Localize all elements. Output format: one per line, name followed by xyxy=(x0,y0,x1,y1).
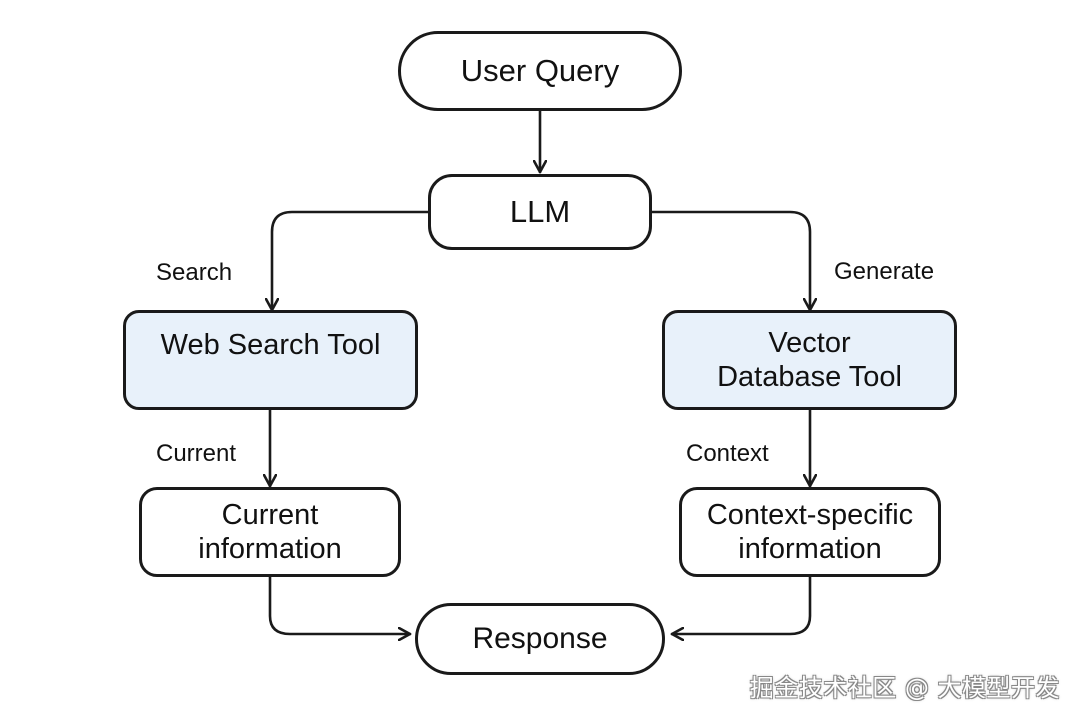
edge-label-context: Context xyxy=(686,440,769,467)
edge-label-generate: Generate xyxy=(834,258,935,285)
arrow-llm-to-vector-db xyxy=(650,210,810,312)
arrow-llm-to-web-search xyxy=(272,210,430,312)
node-web-search-tool: Web Search Tool xyxy=(123,310,418,410)
node-llm: LLM xyxy=(428,174,652,250)
edge-label-current: Current xyxy=(156,440,237,467)
node-vector-database-tool: Vector Database Tool xyxy=(662,310,957,410)
node-user-query: User Query xyxy=(398,31,682,111)
node-response: Response xyxy=(415,603,665,675)
node-current-information: Current information xyxy=(139,487,401,577)
watermark: 掘金技术社区 @ 大模型开发 xyxy=(749,674,1060,702)
node-context-specific-information: Context-specific information xyxy=(679,487,941,577)
edge-label-search: Search xyxy=(156,259,233,286)
arrow-current-info-to-response xyxy=(268,574,412,634)
arrow-context-info-to-response xyxy=(670,574,812,634)
